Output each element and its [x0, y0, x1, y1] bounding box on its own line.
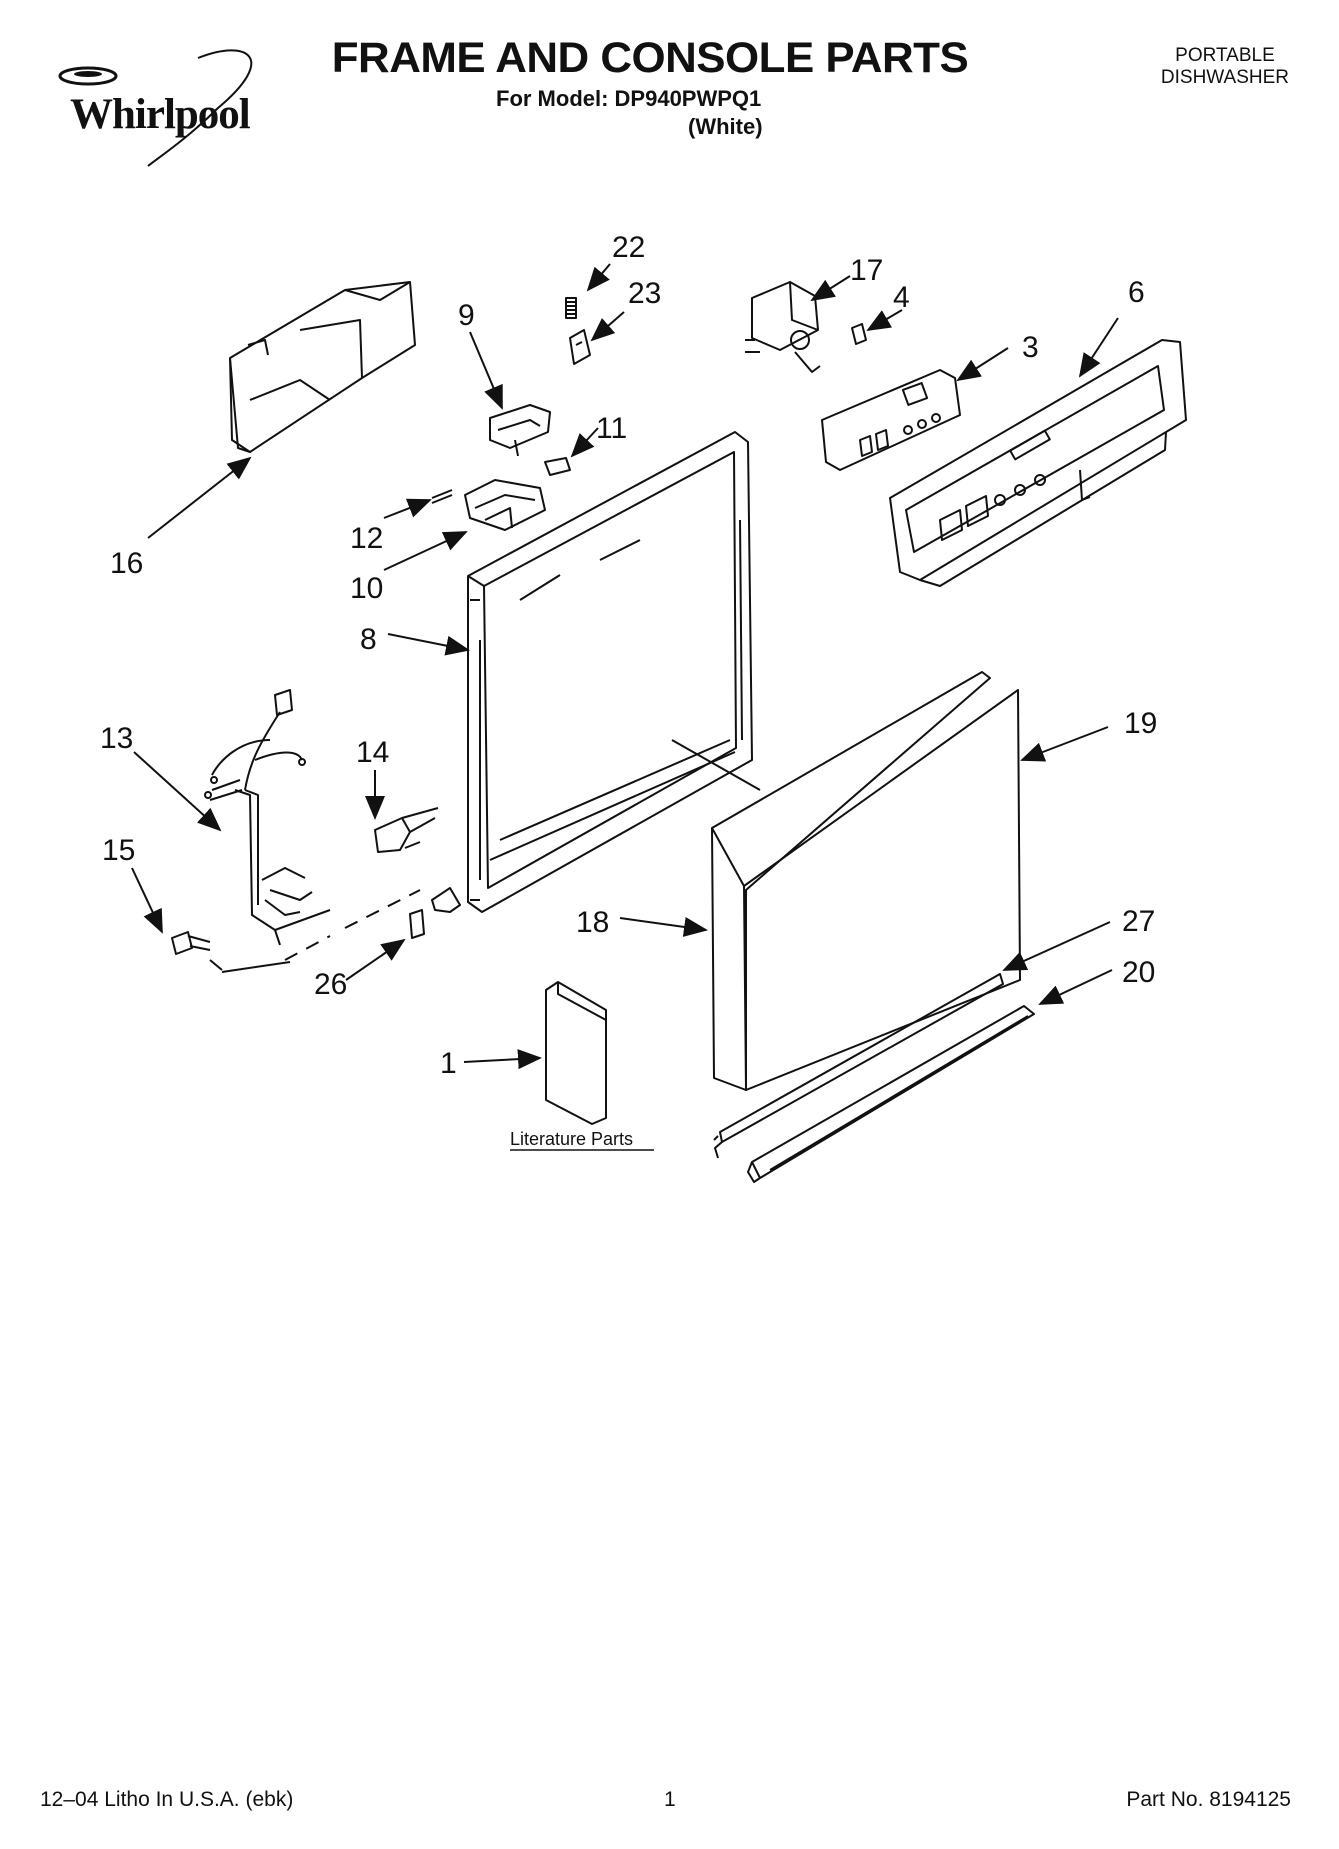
- part-3-control-board: [821, 369, 961, 471]
- part-15-screw: [171, 931, 223, 971]
- part-27-trim-strip: [713, 973, 1004, 1159]
- callout-12: 12: [350, 522, 383, 555]
- page-number: 1: [664, 1788, 676, 1811]
- part-number: Part No. 8194125: [1126, 1788, 1291, 1811]
- part-6-console-panel: [889, 339, 1187, 587]
- part-22-spring: [565, 297, 577, 319]
- callout-20: 20: [1122, 956, 1155, 989]
- callout-26: 26: [314, 968, 347, 1001]
- callout-13: 13: [100, 722, 133, 755]
- callout-1: 1: [440, 1047, 457, 1080]
- callout-4: 4: [893, 281, 910, 314]
- print-info: 12–04 Litho In U.S.A. (ebk): [40, 1788, 294, 1811]
- part-17-switch-assembly: [745, 281, 821, 373]
- callout-6: 6: [1128, 276, 1145, 309]
- part-20-bottom-trim: [747, 1005, 1035, 1183]
- brand-wordmark: Whirlpool: [70, 91, 251, 138]
- part-11-switch: [544, 457, 571, 476]
- callout-23: 23: [628, 277, 661, 310]
- part-9-latch: [489, 404, 551, 457]
- model-line: For Model: DP940PWPQ1: [496, 86, 762, 111]
- callout-27: 27: [1122, 905, 1155, 938]
- callout-22: 22: [612, 231, 645, 264]
- part-19-door-panel: [743, 689, 1021, 1091]
- part-8-door-frame: [467, 431, 761, 913]
- part-13-wire-harness: [204, 689, 331, 946]
- part-26-clip: [409, 909, 425, 939]
- part-1-literature: [545, 981, 607, 1125]
- literature-parts-label: Literature Parts: [510, 1129, 633, 1149]
- whirlpool-logo: Whirlpool: [48, 48, 283, 168]
- callout-10: 10: [350, 572, 383, 605]
- part-18-inner-panel: [711, 671, 991, 1091]
- product-type-line1: PORTABLE: [1175, 45, 1275, 66]
- product-type: PORTABLE DISHWASHER: [1161, 45, 1289, 89]
- callout-18: 18: [576, 906, 609, 939]
- part-12-pin: [431, 489, 453, 504]
- part-10-latch-housing: [464, 479, 546, 531]
- callout-17: 17: [850, 254, 883, 287]
- model-variant: (White): [688, 114, 763, 139]
- callout-15: 15: [102, 834, 135, 867]
- callout-3: 3: [1022, 331, 1039, 364]
- callout-14: 14: [356, 736, 389, 769]
- callout-8: 8: [360, 623, 377, 656]
- callout-11: 11: [596, 412, 627, 445]
- callout-9: 9: [458, 299, 475, 332]
- product-type-line2: DISHWASHER: [1160, 67, 1289, 88]
- logo-swirl-icon: [58, 49, 253, 167]
- callout-16: 16: [110, 547, 143, 580]
- part-4-clip: [851, 323, 867, 345]
- part-16-cover: [229, 281, 416, 453]
- callout-19: 19: [1124, 707, 1157, 740]
- part-23-clip: [569, 329, 591, 365]
- part-14-connector: [374, 807, 439, 853]
- page-title: FRAME AND CONSOLE PARTS: [331, 34, 969, 82]
